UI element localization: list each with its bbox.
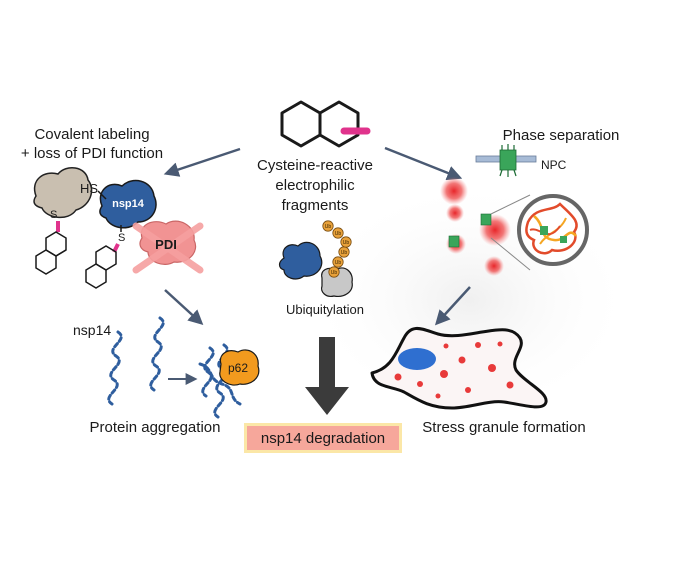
degradation-arrow-icon bbox=[305, 337, 349, 415]
protein-aggregation-caption: Protein aggregation bbox=[89, 419, 221, 436]
fragments-label-line1: Cysteine-reactive bbox=[257, 157, 373, 174]
arrow-to-stress-granules bbox=[434, 286, 471, 326]
protein-grey-icon bbox=[33, 167, 93, 219]
nsp14-degradation-label: nsp14 degradation bbox=[260, 429, 386, 447]
pdi-label: PDI bbox=[155, 237, 177, 252]
ub-bead-label: Ub bbox=[325, 224, 332, 230]
bound-fragment-left-icon bbox=[35, 231, 67, 275]
phase-separation-title: Phase separation bbox=[502, 127, 620, 144]
ub-bead bbox=[328, 266, 340, 278]
arrow-to-covalent-labeling bbox=[163, 147, 241, 177]
stress-granule-caption: Stress granule formation bbox=[422, 419, 586, 436]
s-label-right: S bbox=[118, 232, 125, 244]
nsp14-helix-icon bbox=[107, 316, 165, 406]
arrow-to-phase-separation bbox=[384, 146, 463, 181]
nsp14-helix-label: nsp14 bbox=[73, 322, 112, 338]
arrow-to-protein-aggregation bbox=[164, 289, 204, 326]
p62-protein-icon bbox=[219, 349, 260, 386]
zoom-line-top bbox=[490, 194, 531, 215]
pdi-protein-icon bbox=[132, 220, 204, 274]
npc-icon bbox=[475, 144, 537, 177]
nsp14-label: nsp14 bbox=[112, 198, 145, 210]
fragments-label-line2: electrophilic bbox=[275, 177, 355, 194]
ubiquitylation-label: Ubiquitylation bbox=[285, 302, 365, 317]
ub-bead-label: Ub bbox=[335, 231, 342, 237]
npc-label: NPC bbox=[541, 158, 567, 172]
p62-label: p62 bbox=[228, 361, 248, 375]
hs-bond bbox=[97, 190, 107, 200]
bound-fragment-right-icon bbox=[85, 245, 117, 289]
hs-label: HS bbox=[80, 181, 98, 196]
covalent-labeling-title-line1: Covalent labeling bbox=[34, 126, 150, 143]
ub-bead-label: Ub bbox=[335, 260, 342, 266]
s-label-left: S bbox=[50, 209, 57, 221]
nsp14-protein-icon bbox=[99, 179, 157, 229]
covalent-labeling-title-line2: + loss of PDI function bbox=[20, 145, 164, 162]
ub-bead bbox=[332, 227, 344, 239]
ub-bead-label: Ub bbox=[341, 250, 348, 256]
ub-bead-label: Ub bbox=[331, 270, 338, 276]
fragments-label: Cysteine-reactive electrophilic fragment… bbox=[240, 156, 390, 216]
ub-bead bbox=[332, 256, 344, 268]
ub-bead bbox=[322, 220, 334, 232]
nucleus-icon bbox=[398, 348, 436, 370]
cytoplasmic-granules bbox=[394, 341, 514, 399]
fragment-structure-icon bbox=[280, 100, 360, 148]
covalent-labeling-title: Covalent labeling + loss of PDI function bbox=[8, 125, 176, 163]
npc-on-droplet-icon bbox=[448, 213, 492, 248]
zoom-line-bottom bbox=[490, 237, 531, 271]
nsp14-degradation-box: nsp14 degradation bbox=[244, 423, 402, 453]
fragments-label-line3: fragments bbox=[281, 197, 349, 214]
ub-bead bbox=[340, 236, 352, 248]
ub-bead-label: Ub bbox=[343, 240, 350, 246]
zoomed-granule-icon bbox=[517, 194, 589, 266]
ubiquitylated-nsp14-icon bbox=[278, 241, 323, 280]
